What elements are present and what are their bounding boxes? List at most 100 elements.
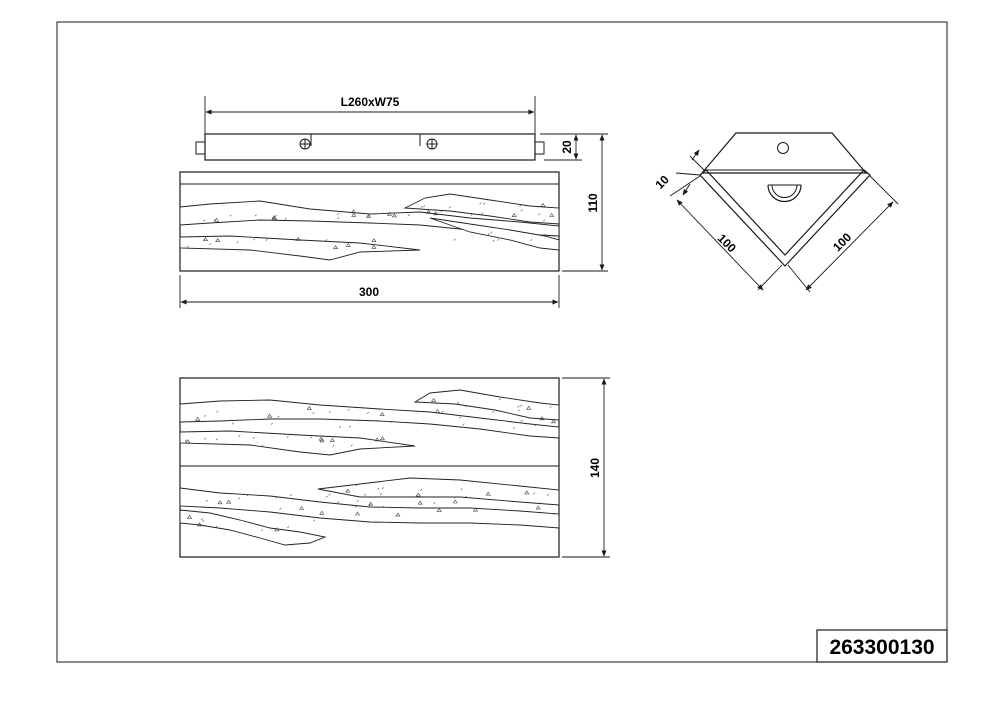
grain-speckle: [425, 209, 432, 214]
grain-speckle: [459, 416, 462, 419]
grain-speckle: [203, 414, 206, 417]
dimension-label: 20: [560, 140, 574, 154]
grain-speckle: [252, 436, 255, 439]
grain-speckle: [203, 219, 206, 222]
grain-speckle: [215, 438, 218, 441]
grain-speckle: [260, 529, 263, 532]
grain-speckle: [433, 211, 439, 216]
grain-speckle: [185, 439, 191, 444]
grain-speckle: [465, 405, 468, 408]
grain-speckle: [492, 239, 495, 242]
grain-speckle: [539, 416, 545, 421]
grain-speckle: [275, 214, 278, 217]
grain-speckle: [417, 500, 423, 505]
grain-speckle: [236, 241, 239, 244]
grain-speckle: [520, 209, 523, 212]
grain-speckle: [431, 397, 437, 402]
grain-speckle: [395, 512, 401, 517]
grain-speckle: [379, 492, 383, 495]
screw-icon: [426, 138, 438, 150]
grain-speckle: [464, 495, 467, 498]
corner-view: 10 100 100: [652, 132, 899, 293]
dimension-label: 100: [830, 230, 854, 254]
grain-speckle: [279, 507, 282, 510]
grain-strip: [179, 399, 560, 439]
grain-speckle: [441, 410, 444, 413]
grain-speckle: [390, 420, 393, 423]
grain-strip: [179, 509, 327, 546]
grain-speckle: [336, 212, 339, 216]
grain-speckle: [200, 518, 203, 521]
grain-speckle: [436, 402, 439, 405]
grain-speckle: [460, 488, 463, 491]
grain-speckle: [299, 505, 305, 510]
grain-speckle: [391, 213, 397, 218]
grain-speckle: [339, 425, 342, 429]
grain-speckle: [520, 404, 523, 407]
grain-strip: [317, 477, 560, 506]
grain-speckle: [538, 213, 541, 216]
grain-speckle: [415, 492, 421, 497]
grain-speckle: [440, 210, 443, 213]
grain-speckle: [549, 405, 552, 408]
grain-speckle: [368, 501, 374, 506]
grain-strip: [413, 389, 560, 421]
grain-speckle: [253, 238, 256, 241]
grain-speckle: [186, 514, 193, 519]
grain-speckle: [490, 231, 493, 234]
grain-speckle: [328, 411, 331, 414]
grain-speckle: [226, 499, 232, 504]
grain-speckle: [379, 412, 385, 416]
grain-speckle: [329, 437, 335, 442]
grain-speckle: [186, 245, 189, 248]
grain-speckle: [351, 212, 357, 217]
grain-speckle: [295, 236, 301, 241]
grain-speckle: [428, 210, 431, 214]
mounting-hole-icon: [777, 142, 789, 154]
grain-speckle: [350, 241, 354, 244]
grain-speckle: [371, 244, 377, 249]
grain-speckle: [473, 507, 479, 512]
grain-speckle: [366, 411, 369, 415]
grain-speckle: [533, 492, 536, 495]
grain-speckle: [543, 233, 547, 236]
dimension-label: L260xW75: [341, 95, 400, 109]
grain-speckle: [328, 493, 331, 496]
grain-speckle: [381, 487, 384, 490]
wall-plate: [700, 132, 868, 174]
dimension-label: 110: [586, 193, 600, 213]
grain-speckle: [497, 238, 500, 241]
grain-speckle: [203, 237, 209, 241]
grain-speckle: [184, 439, 187, 442]
grain-speckle: [549, 212, 555, 217]
grain-speckle: [355, 484, 358, 487]
mounting-bracket: [195, 133, 545, 161]
grain-speckle: [524, 490, 530, 495]
grain-speckle: [481, 212, 484, 215]
grain-speckle: [420, 205, 423, 208]
grain-speckle: [284, 217, 287, 220]
grain-speckle: [351, 209, 357, 214]
grain-speckle: [204, 437, 207, 440]
grain-speckle: [517, 409, 520, 412]
grain-speckle: [325, 495, 328, 498]
grain-speckle: [470, 213, 473, 216]
grain-speckle: [462, 423, 465, 426]
grain-speckle: [365, 214, 372, 218]
grain-speckle: [457, 401, 460, 404]
grain-speckle: [274, 527, 280, 532]
grain-speckle: [333, 245, 339, 249]
grain-speckle: [535, 505, 541, 510]
screw-icon: [299, 138, 311, 150]
grain-speckle: [452, 499, 458, 504]
dimension-label: 10: [652, 172, 672, 192]
grain-speckle: [345, 488, 351, 493]
grain-speckle: [217, 500, 223, 505]
grain-speckle: [275, 496, 278, 499]
grain-speckle: [238, 434, 241, 437]
grain-speckle: [381, 505, 384, 508]
grain-speckle: [337, 216, 340, 220]
grain-speckle: [287, 526, 290, 529]
grain-speckle: [371, 238, 377, 242]
title-block: 263300130: [816, 629, 948, 663]
